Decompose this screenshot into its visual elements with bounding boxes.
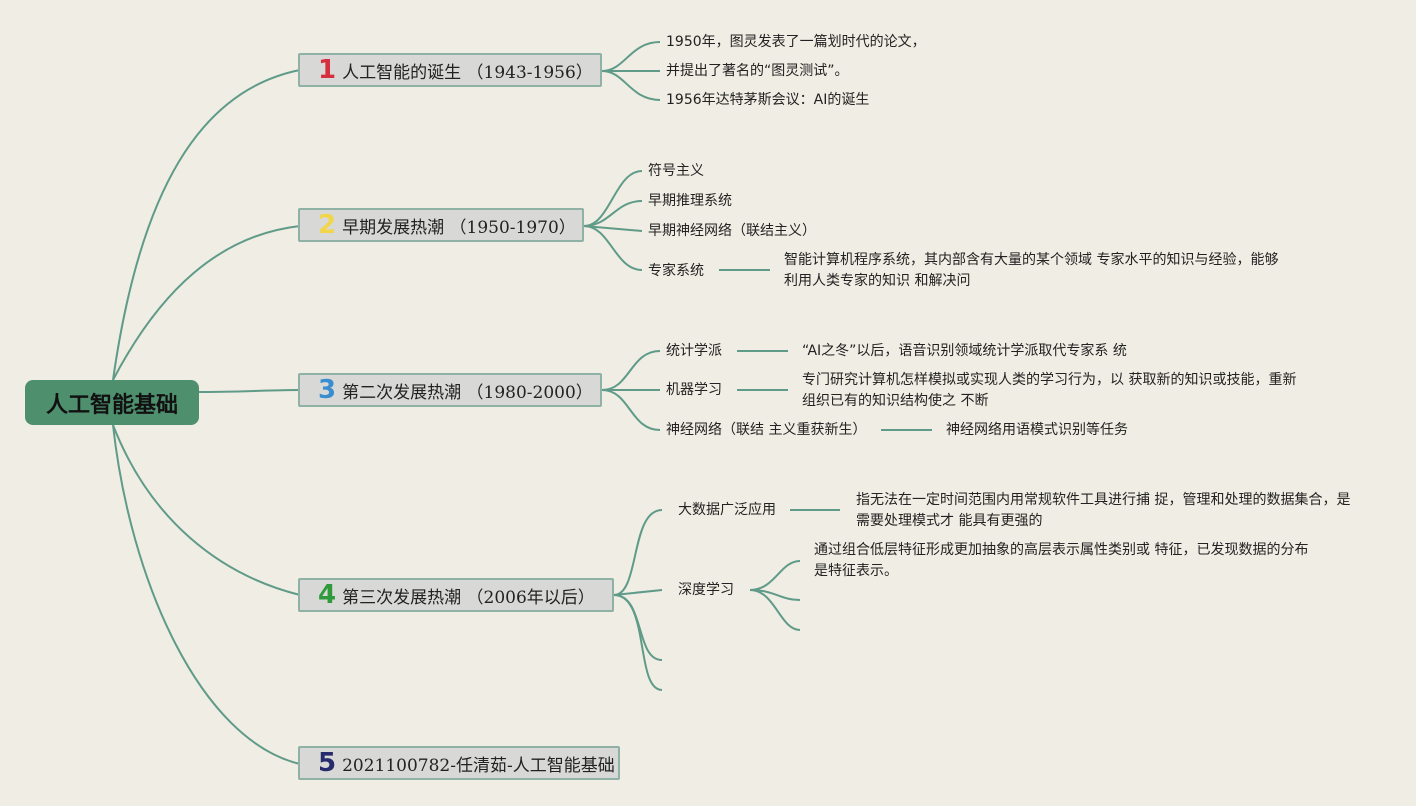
branch-number-1: 1 [318,55,337,85]
b4-dl-desc-line-1: 通过组合低层特征形成更加抽象的高层表示属性类别或 特征，已发现数据的分布 [814,542,1309,558]
b1-item-3[interactable]: 1956年达特茅斯会议：AI的诞生 [666,92,870,108]
b2-expert-desc-line-2: 利用人类专家的知识 和解决问 [784,273,971,289]
connector-b4-dl-3 [749,589,801,631]
connector-root-b5 [112,424,301,765]
branch-node-5[interactable]: 5 2021100782-任清茹-人工智能基础 [298,746,620,780]
connector-b3-item3 [601,389,661,431]
branch-number-4: 4 [318,580,337,610]
connector-b4-empty2 [613,594,663,691]
b4-item-deep-learning[interactable]: 深度学习 [678,582,734,598]
b4-dl-description[interactable]: 通过组合低层特征形成更加抽象的高层表示属性类别或 特征，已发现数据的分布 是特征… [814,540,1308,582]
connector-b2-item1 [583,170,643,227]
b2-expert-description[interactable]: 智能计算机程序系统，其内部含有大量的某个领域 专家水平的知识与经验，能够 利用人… [784,250,1278,292]
b2-expert-desc-line-1: 智能计算机程序系统，其内部含有大量的某个领域 专家水平的知识与经验，能够 [784,252,1279,268]
branch-node-1[interactable]: 1 人工智能的诞生 （1943-1956） [298,53,602,87]
branch-node-2[interactable]: 2 早期发展热潮 （1950-1970） [298,208,584,242]
branch-number-3: 3 [318,375,337,405]
connector-b2-item3 [583,225,643,232]
b3-stat-description[interactable]: “AI之冬”以后，语音识别领域统计学派取代专家系 统 [802,343,1127,359]
connector-b4-dl-1 [749,560,801,591]
b3-ml-desc-line-1: 专门研究计算机怎样模拟或实现人类的学习行为，以 获取新的知识或技能，重新 [802,372,1297,388]
b2-item-expert-system[interactable]: 专家系统 [648,263,704,279]
b4-dl-desc-line-2: 是特征表示。 [814,563,898,579]
root-label: 人工智能基础 [45,392,178,418]
branch-title-3: 第二次发展热潮 （1980-2000） [342,382,593,403]
b2-item-reasoning[interactable]: 早期推理系统 [648,193,732,209]
branch-node-3[interactable]: 3 第二次发展热潮 （1980-2000） [298,373,602,407]
connector-b1-item1 [601,41,661,72]
branch-title-4: 第三次发展热潮 （2006年以后） [342,587,595,608]
branch-title-2: 早期发展热潮 （1950-1970） [342,217,576,238]
connector-root-b3 [197,389,301,393]
b4-bigdata-desc-line-1: 指无法在一定时间范围内用常规软件工具进行捕 捉，管理和处理的数据集合，是 [856,492,1351,508]
connector-b2-item4 [583,225,643,271]
connector-b3-item1 [601,350,661,391]
branch-number-2: 2 [318,210,337,240]
b3-nn-description[interactable]: 神经网络用语模式识别等任务 [946,422,1128,438]
branch-title-1: 人工智能的诞生 （1943-1956） [342,62,593,83]
connector-root-b2 [112,225,301,381]
connector-b2-item2 [583,200,643,227]
b2-item-neural-net[interactable]: 早期神经网络（联结主义） [648,223,816,239]
connector-root-b1 [112,69,301,381]
b4-bigdata-desc-line-2: 需要处理模式才 能具有更强的 [856,513,1043,529]
b3-item-neural-network[interactable]: 神经网络（联结 主义重获新生） [666,422,867,438]
branch-title-5: 2021100782-任清茹-人工智能基础 [342,755,615,776]
b3-ml-desc-line-2: 组织已有的知识结构使之 不断 [802,393,989,409]
b3-ml-description[interactable]: 专门研究计算机怎样模拟或实现人类的学习行为，以 获取新的知识或技能，重新 组织已… [802,370,1296,412]
b4-bigdata-description[interactable]: 指无法在一定时间范围内用常规软件工具进行捕 捉，管理和处理的数据集合，是 需要处… [856,490,1350,532]
b3-item-machine-learning[interactable]: 机器学习 [666,382,722,398]
connector-b4-item1 [613,509,663,596]
connector-b4-item2 [613,589,663,596]
branch-node-4[interactable]: 4 第三次发展热潮 （2006年以后） [298,578,614,612]
b2-item-symbolism[interactable]: 符号主义 [648,163,704,179]
connector-root-b4 [112,424,301,596]
b3-item-statistics[interactable]: 统计学派 [666,343,722,359]
b4-item-big-data[interactable]: 大数据广泛应用 [678,502,776,518]
root-node[interactable]: 人工智能基础 [25,380,199,425]
b1-item-2[interactable]: 并提出了著名的“图灵测试”。 [666,63,849,79]
branch-number-5: 5 [318,748,337,778]
connector-b1-item3 [601,70,661,101]
b1-item-1[interactable]: 1950年，图灵发表了一篇划时代的论文， [666,34,926,50]
